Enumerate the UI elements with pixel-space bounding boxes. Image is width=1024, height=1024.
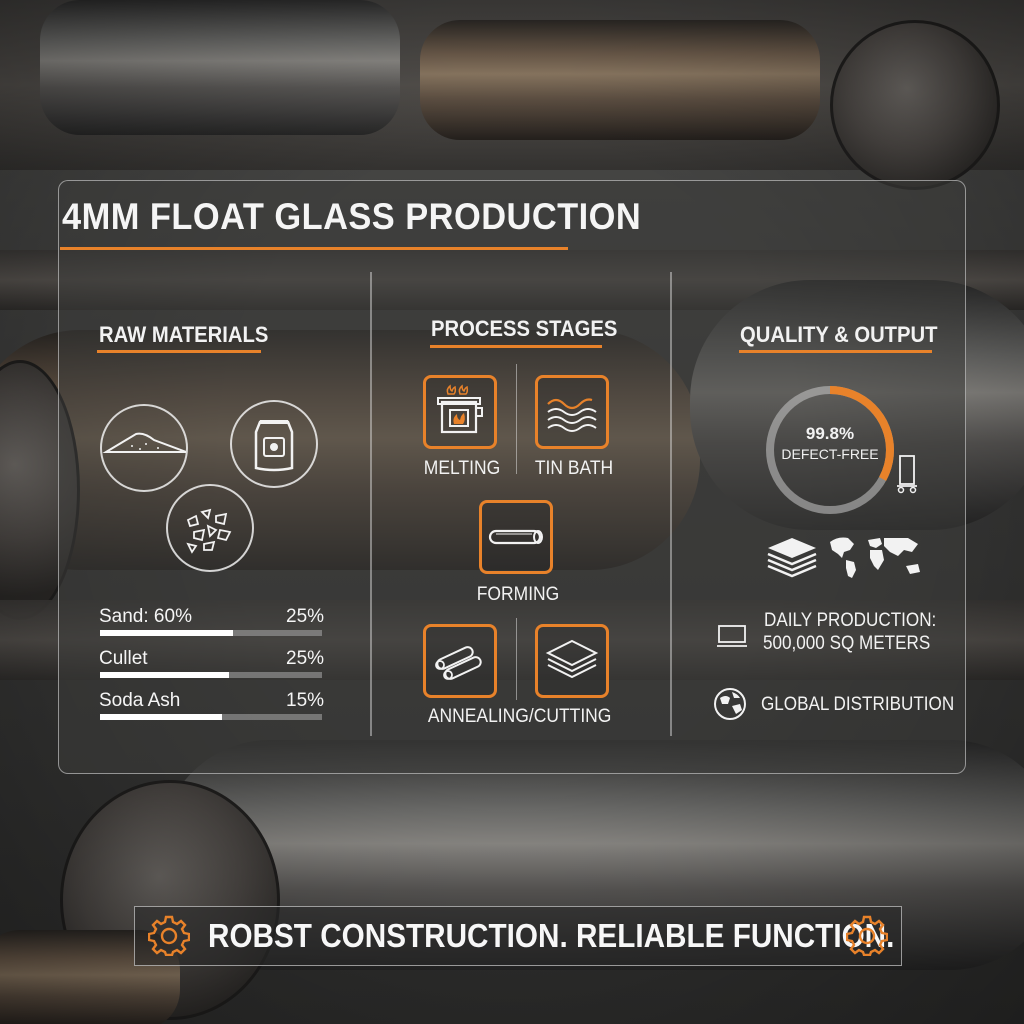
process-stages-heading: PROCESS STAGES <box>431 316 618 341</box>
quality-output-heading: QUALITY & OUTPUT <box>740 322 938 347</box>
stage-divider-bottom <box>516 618 517 700</box>
soda-ash-bar <box>100 714 322 720</box>
soda-ash-bar-fill <box>100 714 223 720</box>
wave-icon <box>547 398 597 432</box>
cullet-shards-icon <box>166 484 254 572</box>
quality-output-underline <box>739 350 932 353</box>
sand-label: Sand: 60% <box>99 606 192 627</box>
slogan-text: ROBST CONSTRUCTION. RELIABLE FUNCTION. <box>208 917 895 954</box>
column-divider-right <box>670 272 672 736</box>
sheet-icon <box>717 625 747 647</box>
process-stages-underline <box>430 345 602 348</box>
sand-bar <box>100 630 322 636</box>
forming-stage <box>479 500 553 574</box>
globe-icon <box>714 688 746 720</box>
slogan-banner <box>134 906 902 966</box>
cullet-label: Cullet <box>99 648 148 669</box>
annealing-cutting-label: ANNEALING/CUTTING <box>427 706 612 727</box>
soda-ash-value: 15% <box>286 690 325 711</box>
rollers-icon <box>435 646 482 680</box>
soda-ash-bag-icon <box>230 400 318 488</box>
tin-bath-stage <box>535 375 609 449</box>
raw-materials-underline <box>97 350 261 353</box>
sand-bar-fill <box>100 630 234 636</box>
forming-label: FORMING <box>476 584 560 605</box>
page-title: 4MM FLOAT GLASS PRODUCTION <box>62 196 642 237</box>
glass-trolley-icon <box>897 455 917 494</box>
column-divider-left <box>370 272 372 736</box>
world-map-icon <box>830 537 920 578</box>
tin-bath-label: TIN BATH <box>534 458 614 479</box>
gear-icon <box>148 915 190 956</box>
melting-label: MELTING <box>423 458 501 479</box>
glass-stack-icon <box>767 538 817 578</box>
cullet-bar-fill <box>100 672 229 678</box>
cutting-stage <box>535 624 609 698</box>
soda-ash-label: Soda Ash <box>99 690 181 711</box>
annealing-stage <box>423 624 497 698</box>
melting-stage <box>423 375 497 449</box>
glass-sheet-roll-icon <box>488 529 543 545</box>
raw-materials-heading: RAW MATERIALS <box>99 322 269 347</box>
defect-free-value: 99.8% <box>805 424 855 443</box>
sand-pile-icon <box>100 404 188 492</box>
cullet-bar <box>100 672 322 678</box>
defect-free-label: DEFECT-FREE <box>781 446 879 462</box>
furnace-icon <box>437 384 483 434</box>
sand-value: 25% <box>286 606 325 627</box>
daily-production-line2: 500,000 SQ METERS <box>763 633 931 654</box>
stage-divider-top <box>516 364 517 474</box>
defect-free-gauge-arc <box>766 386 894 514</box>
gear-icon <box>846 915 888 956</box>
global-distribution: GLOBAL DISTRIBUTION <box>761 694 955 715</box>
defect-free-gauge <box>766 386 894 514</box>
daily-production-line1: DAILY PRODUCTION: <box>764 610 937 631</box>
cullet-value: 25% <box>286 648 325 669</box>
title-underline <box>60 247 568 250</box>
glass-stack-icon <box>545 639 599 679</box>
